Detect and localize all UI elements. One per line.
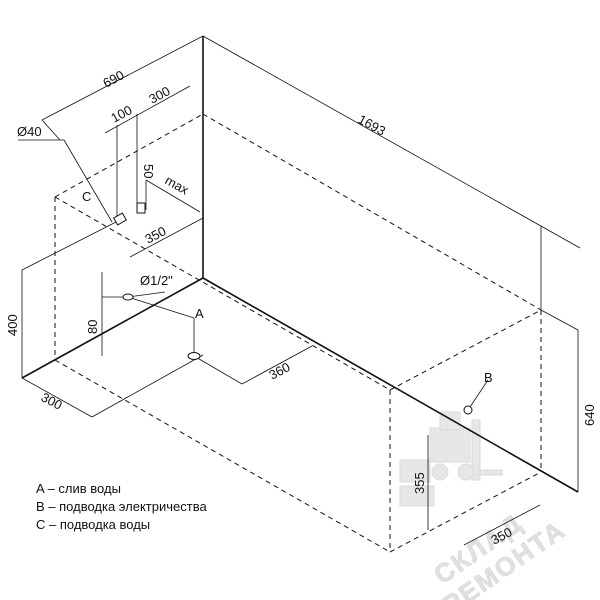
max-label: max [163, 173, 192, 198]
drain-marker-label: A [195, 306, 204, 321]
bottom-width-label: 300 [39, 389, 65, 412]
height-total-label: 400 [5, 314, 20, 336]
tap-offset-label: 300 [146, 83, 172, 106]
water-offset-label: 350 [142, 223, 168, 246]
legend-item-electrical: B – подводка электричества [36, 499, 207, 514]
thread-label: Ø1/2" [140, 273, 173, 288]
electrical-marker-label: B [484, 370, 493, 385]
solid-outline [21, 36, 579, 493]
watermark-logo: СКЛАД РЕМОНТА [399, 411, 571, 600]
pipe-diameter-label: Ø40 [17, 124, 42, 139]
legend-item-water: C – подводка воды [36, 517, 151, 532]
dimension-labels: 690 300 100 Ø40 1693 50 max 350 Ø1/2" 40… [5, 67, 597, 547]
tap-spacing-label: 100 [108, 102, 134, 125]
length-label: 1693 [356, 112, 389, 139]
drain-offset-label: 360 [266, 359, 292, 382]
legend-item-drain: A – слив воды [36, 481, 121, 496]
height-outlet-label: 80 [85, 320, 100, 334]
dashed-outline [54, 113, 542, 553]
marker-labels: A B C [82, 189, 493, 385]
water-marker-label: C [82, 189, 91, 204]
legend: A – слив воды B – подводка электричества… [36, 480, 207, 534]
dimension-lines [18, 35, 581, 546]
pipe-symbols [112, 202, 473, 415]
right-height-label: 640 [582, 404, 597, 426]
forklift-icon [399, 411, 503, 507]
pump-height-label: 355 [412, 472, 427, 494]
max-depth-label: 50 [141, 164, 156, 178]
